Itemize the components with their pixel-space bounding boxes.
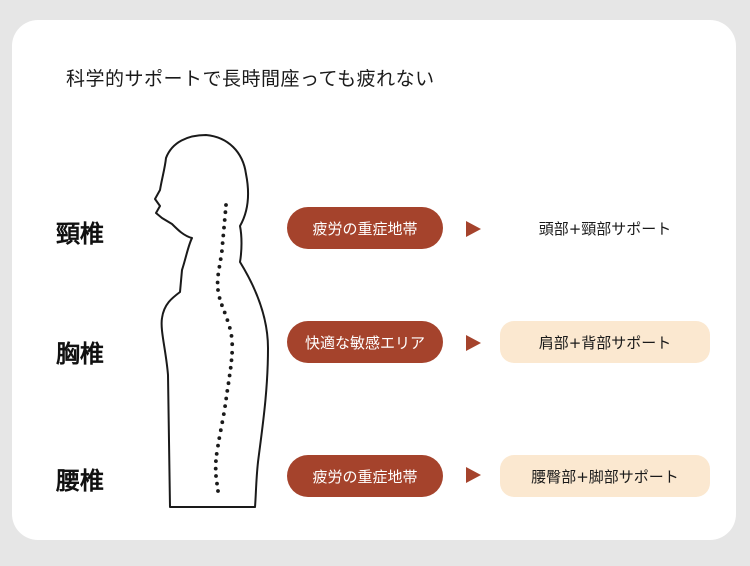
spine-dot — [225, 389, 230, 393]
spine-dot — [216, 443, 220, 448]
spine-dot — [221, 233, 226, 238]
arrow-right-icon — [466, 335, 481, 351]
spine-dot — [217, 264, 222, 269]
section-label-cervical: 頸椎 — [56, 220, 104, 248]
zone-pill-thoracic: 快適な敏感エリア — [287, 321, 443, 363]
spine-dots — [213, 203, 235, 493]
spine-dot — [214, 474, 218, 478]
spine-dot — [222, 218, 227, 222]
spine-dot — [214, 459, 218, 463]
spine-dot — [216, 288, 220, 292]
spine-dot — [215, 280, 220, 285]
spine-dot — [216, 489, 220, 493]
spine-dot — [230, 350, 235, 355]
spine-dot — [217, 296, 222, 300]
arrow-right-icon — [466, 467, 481, 483]
support-label-cervical: 頭部+頸部サポート — [538, 219, 672, 238]
support-label-thoracic: 肩部+背部サポート — [500, 321, 710, 363]
spine-dot — [217, 436, 222, 440]
section-label-lumbar: 腰椎 — [56, 467, 104, 495]
spine-dot — [227, 326, 232, 330]
body-outline — [154, 134, 269, 508]
spine-dot — [213, 466, 218, 471]
spine-dot — [215, 481, 219, 486]
spine-dot — [214, 452, 219, 456]
spine-dot — [223, 210, 228, 215]
spine-dot — [220, 241, 225, 246]
arrow-right-icon — [466, 221, 481, 237]
zone-pill-lumbar: 疲労の重症地帯 — [287, 455, 443, 497]
spine-dot — [224, 203, 228, 207]
spine-dot — [227, 373, 232, 378]
spine-dot — [224, 396, 229, 401]
spine-dot — [225, 318, 230, 322]
spine-dot — [220, 303, 224, 308]
spine-dot — [222, 310, 227, 315]
spine-dot — [229, 358, 234, 363]
spine-dot — [216, 272, 221, 277]
spine-dot — [228, 365, 233, 370]
spine-dot — [223, 404, 228, 408]
info-card — [12, 20, 736, 540]
zone-pill-cervical: 疲労の重症地帯 — [287, 207, 443, 249]
section-label-thoracic: 胸椎 — [56, 340, 104, 368]
spine-dot — [221, 412, 226, 416]
spine-dot — [218, 428, 223, 433]
spine-dot — [220, 420, 225, 425]
spine-dot — [218, 257, 223, 261]
spine-dot — [220, 249, 224, 254]
support-label-lumbar: 腰臀部+脚部サポート — [500, 455, 710, 497]
spine-dot — [229, 334, 234, 338]
spine-dot — [226, 381, 231, 386]
page-title: 科学的サポートで長時間座っても疲れない — [66, 68, 435, 90]
spine-dot — [230, 342, 235, 347]
spine-dot — [222, 225, 226, 230]
